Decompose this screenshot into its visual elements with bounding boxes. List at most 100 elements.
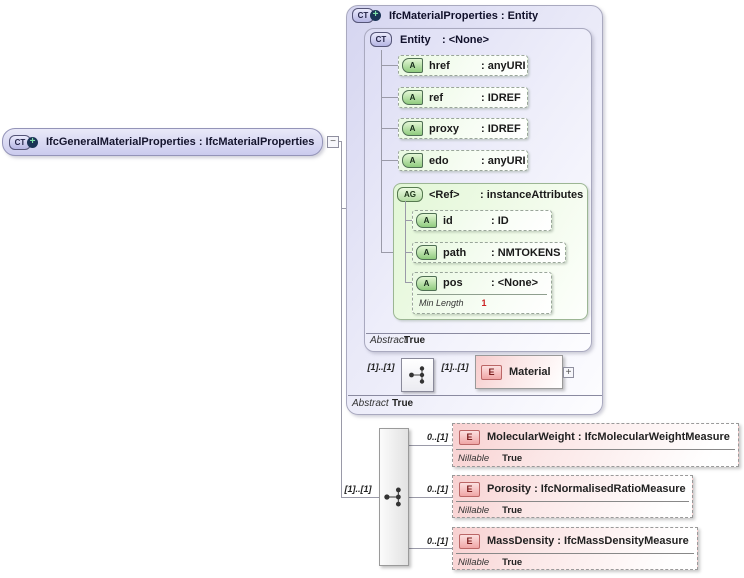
- attribute-type: : ID: [491, 214, 509, 227]
- connector-line: [409, 445, 452, 446]
- attribute-name: proxy: [429, 122, 459, 135]
- element-box-material[interactable]: E Material: [475, 355, 563, 389]
- connector-line: [341, 497, 379, 498]
- attribute-type: : NMTOKENS: [491, 246, 561, 259]
- base-type-name: Entity: [400, 33, 431, 46]
- connector-line: [381, 160, 398, 161]
- complex-type-icon: CT: [370, 32, 392, 47]
- abstract-value: True: [392, 398, 414, 409]
- connector-line: [405, 252, 412, 253]
- attribute-icon: A: [402, 90, 423, 105]
- connector-line: [341, 141, 342, 497]
- attribute-name: href: [429, 59, 450, 72]
- abstract-label: Abstract: [370, 335, 407, 346]
- attribute-icon: A: [402, 121, 423, 136]
- element-box-massdensity[interactable]: E MassDensity : IfcMassDensityMeasure Ni…: [452, 527, 698, 570]
- nillable-row: Nillable True: [453, 554, 697, 568]
- element-header: E MassDensity : IfcMassDensityMeasure: [453, 528, 697, 550]
- base-type-header: CT Entity : <None>: [370, 32, 489, 47]
- complex-type-header: CT+ IfcMaterialProperties : Entity: [352, 8, 538, 23]
- attribute-box-id[interactable]: A id : ID: [412, 210, 552, 231]
- element-title: Porosity : IfcNormalisedRatioMeasure: [487, 483, 686, 495]
- connector-line: [381, 252, 393, 253]
- derived-plus-icon: +: [27, 136, 38, 148]
- complex-type-title: IfcMaterialProperties : Entity: [389, 9, 539, 22]
- attribute-name: edo: [429, 154, 449, 167]
- connector-line: [381, 50, 382, 252]
- occurs-label: 0..[1]: [426, 536, 448, 546]
- sequence-glyph: [384, 487, 401, 507]
- element-icon: E: [459, 481, 480, 497]
- nillable-value: True: [502, 557, 523, 568]
- facet-separator: [417, 294, 547, 295]
- derived-plus-icon: +: [370, 10, 381, 21]
- element-box-porosity[interactable]: E Porosity : IfcNormalisedRatioMeasure N…: [452, 475, 693, 518]
- abstract-label: Abstract: [352, 398, 389, 409]
- nillable-row: Nillable True: [453, 502, 692, 516]
- connector-line: [405, 282, 412, 283]
- element-box-molecularweight[interactable]: E MolecularWeight : IfcMolecularWeightMe…: [452, 423, 739, 467]
- attribute-type: : anyURI: [481, 154, 526, 167]
- attribute-icon: A: [416, 275, 437, 291]
- occurs-label: 0..[1]: [426, 484, 448, 494]
- attribute-icon: A: [416, 245, 437, 260]
- element-header: E Porosity : IfcNormalisedRatioMeasure: [453, 476, 692, 498]
- element-icon: E: [459, 429, 480, 445]
- base-type-type: : <None>: [442, 33, 490, 46]
- connector-line: [381, 97, 398, 98]
- attribute-box-ref[interactable]: A ref : IDREF: [398, 87, 528, 108]
- nillable-value: True: [502, 453, 523, 464]
- attribute-type: : anyURI: [481, 59, 526, 72]
- attribute-group-name: <Ref>: [429, 188, 460, 201]
- expand-toggle[interactable]: +: [563, 367, 574, 378]
- element-title: MolecularWeight : IfcMolecularWeightMeas…: [487, 431, 730, 443]
- attribute-name: pos: [443, 277, 463, 289]
- min-length-value: 1: [481, 298, 487, 308]
- occurs-label: [1]..[1]: [441, 362, 469, 372]
- attribute-group-header: AG <Ref> : instanceAttributes: [397, 187, 583, 202]
- attribute-box-pos[interactable]: A pos : <None> Min Length 1: [412, 272, 552, 314]
- attribute-icon: A: [402, 58, 423, 73]
- abstract-value: True: [404, 335, 426, 346]
- attribute-icon: A: [402, 153, 423, 168]
- attribute-box-path[interactable]: A path : NMTOKENS: [412, 242, 566, 263]
- sequence-group-bar[interactable]: [379, 428, 409, 566]
- sequence-glyph: [408, 366, 424, 384]
- connector-line: [405, 220, 412, 221]
- attribute-name: id: [443, 214, 453, 227]
- element-header: E MolecularWeight : IfcMolecularWeightMe…: [453, 424, 738, 446]
- sequence-compositor-icon[interactable]: [401, 358, 434, 392]
- nillable-separator: [456, 501, 689, 502]
- facet-row: Min Length 1: [413, 295, 551, 308]
- nillable-value: True: [502, 505, 523, 516]
- connector-line: [409, 497, 452, 498]
- root-element-box[interactable]: CT+ IfcGeneralMaterialProperties : IfcMa…: [2, 128, 323, 156]
- attribute-type: : IDREF: [481, 122, 521, 135]
- abstract-separator: [366, 333, 590, 334]
- attribute-box-href[interactable]: A href : anyURI: [398, 55, 528, 76]
- attribute-group-type: : instanceAttributes: [480, 188, 584, 201]
- occurs-label: [1]..[1]: [344, 484, 372, 494]
- occurs-label: 0..[1]: [426, 432, 448, 442]
- min-length-label: Min Length: [419, 298, 464, 308]
- attribute-box-edo[interactable]: A edo : anyURI: [398, 150, 528, 171]
- nillable-label: Nillable: [458, 557, 490, 568]
- occurs-label: [1]..[1]: [367, 362, 395, 372]
- nillable-label: Nillable: [458, 505, 490, 516]
- attribute-group-icon: AG: [397, 187, 423, 202]
- connector-line: [405, 201, 406, 282]
- connector-line: [381, 65, 398, 66]
- nillable-label: Nillable: [458, 453, 490, 464]
- abstract-separator: [348, 395, 602, 396]
- root-element-title: IfcGeneralMaterialProperties : IfcMateri…: [46, 136, 315, 148]
- attribute-box-proxy[interactable]: A proxy : IDREF: [398, 118, 528, 139]
- element-name: Material: [509, 366, 551, 378]
- attribute-type: : <None>: [491, 277, 539, 289]
- connector-line: [409, 548, 452, 549]
- collapse-toggle[interactable]: −: [327, 136, 339, 148]
- attribute-name: ref: [429, 91, 444, 104]
- attribute-icon: A: [416, 213, 437, 228]
- attribute-row: A pos : <None>: [413, 273, 551, 293]
- attribute-type: : IDREF: [481, 91, 521, 104]
